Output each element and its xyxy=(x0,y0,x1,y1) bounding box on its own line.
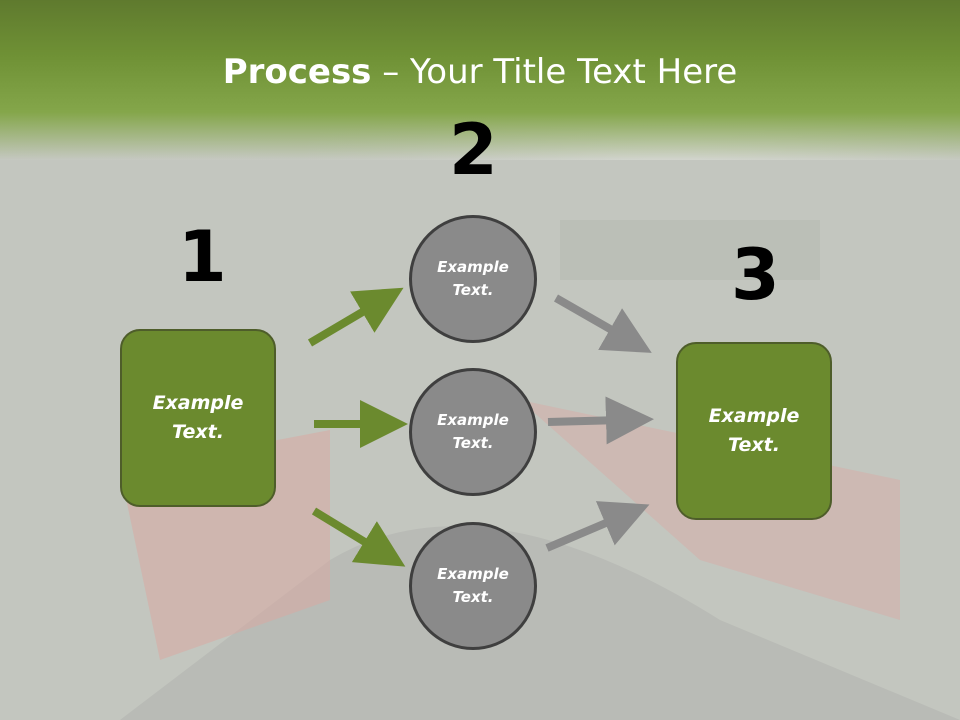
title-bold: Process xyxy=(222,52,372,92)
circle-top-line2: Text. xyxy=(452,281,494,299)
circle-middle-line2: Text. xyxy=(452,434,494,452)
circle-middle-line1: Example xyxy=(437,411,509,429)
circle-bottom-line2: Text. xyxy=(452,588,494,606)
gray-arrow-down xyxy=(554,294,652,353)
green-arrow-down xyxy=(311,507,406,567)
left-box-line1: Example xyxy=(152,392,244,414)
title-banner xyxy=(0,0,960,160)
right-box-line2: Text. xyxy=(728,434,780,456)
gray-arrow-right xyxy=(547,396,654,445)
step-number-2: 2 xyxy=(449,109,498,191)
gray-arrow-up xyxy=(545,501,650,552)
step-number-3: 3 xyxy=(731,234,780,316)
slide-title: Process – Your Title Text Here xyxy=(0,52,960,92)
title-rest: – Your Title Text Here xyxy=(371,52,738,92)
circle-bottom-line1: Example xyxy=(437,565,509,583)
left-box-line2: Text. xyxy=(172,421,224,443)
green-arrow-up xyxy=(307,287,404,347)
circle-top-line1: Example xyxy=(437,258,509,276)
right-box-line1: Example xyxy=(708,405,800,427)
step-number-1: 1 xyxy=(178,216,227,298)
